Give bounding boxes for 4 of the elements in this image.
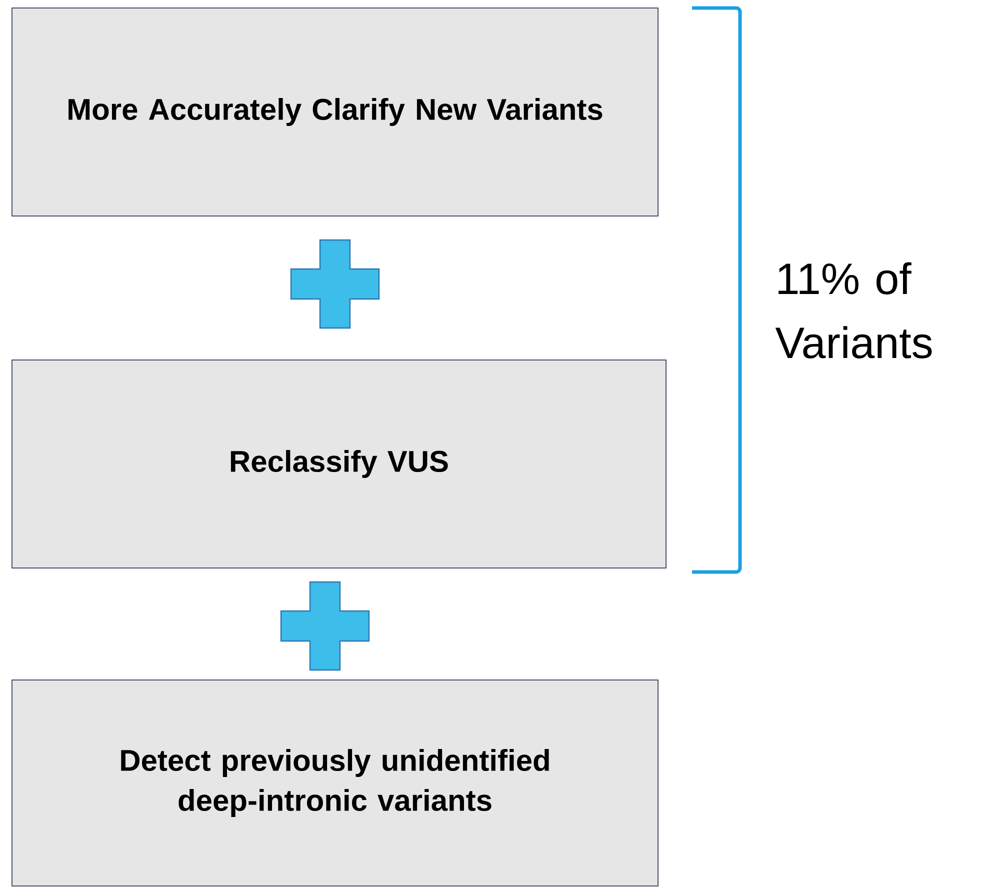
- process-box: More Accurately Clarify New Variants: [12, 7, 658, 216]
- process-box: Reclassify VUS: [12, 360, 666, 568]
- bracket-label: 11% of Variants: [775, 262, 932, 358]
- process-box: Detect previously unidentified deep-intronic variants: [12, 680, 658, 886]
